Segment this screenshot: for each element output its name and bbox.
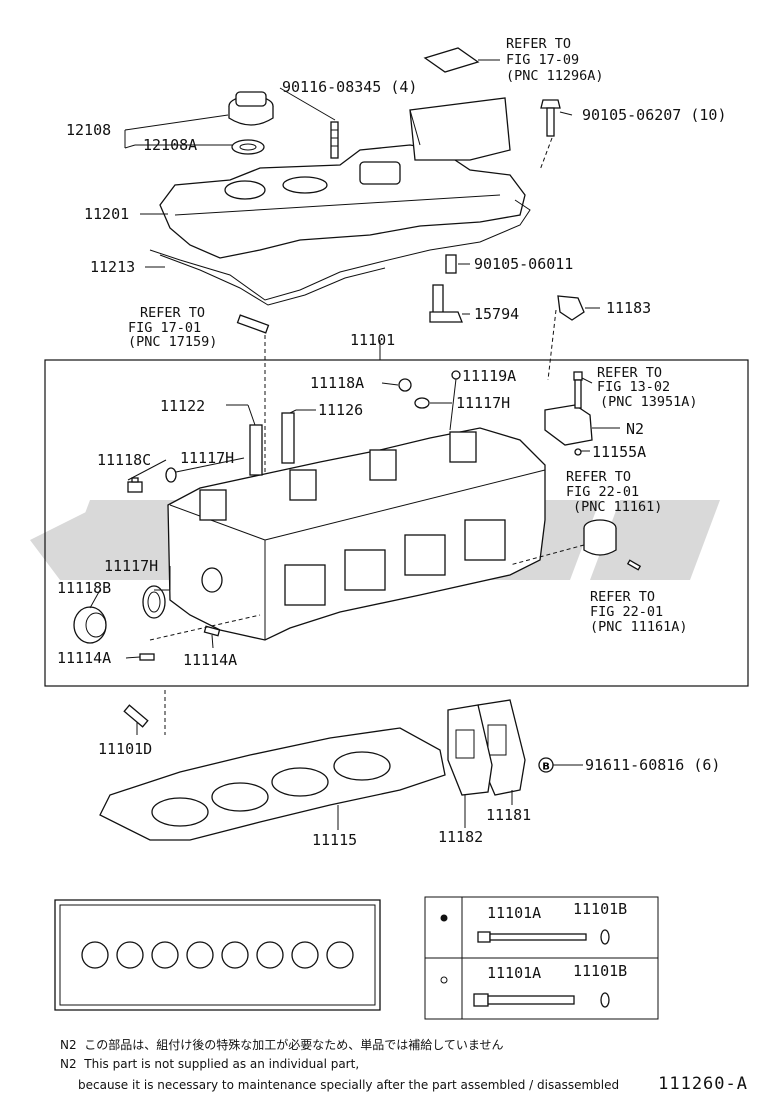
table-label-11101B-row2[interactable]: 11101B <box>573 962 627 980</box>
note-n2-en-text-1: This part is not supplied as an individu… <box>84 1057 360 1071</box>
part-label-11181[interactable]: 11181 <box>486 806 531 824</box>
bolt-marker-letter: B <box>542 762 550 773</box>
part-label-11122[interactable]: 11122 <box>160 397 205 415</box>
part-label-11117H-large[interactable]: 11117H <box>104 557 158 575</box>
note-n2-jp-text: この部品は、組付け後の特殊な加工が必要なため、単品では補給していません <box>84 1038 504 1052</box>
spark-plug-tube-a <box>249 424 263 476</box>
plate-gasket <box>447 704 493 796</box>
part-label-11118B[interactable]: 11118B <box>57 579 111 597</box>
part-label-90105-06011[interactable]: 90105-06011 <box>474 255 573 273</box>
oil-control-valve <box>429 254 463 323</box>
part-label-11117H-top[interactable]: 11117H <box>456 394 510 412</box>
refer-note-13-02-line1: REFER TO <box>597 365 662 381</box>
refer-note-17-01-line1: REFER TO <box>140 305 205 321</box>
gasket-11117H-top <box>414 397 430 409</box>
part-label-12108[interactable]: 12108 <box>66 121 111 139</box>
note-n2-jp-tag: N2 <box>60 1038 77 1052</box>
cap-gasket <box>231 139 265 155</box>
part-label-91611[interactable]: 91611-60816 (6) <box>585 756 720 774</box>
gasket-11117H-left <box>165 467 177 483</box>
part-label-90116[interactable]: 90116-08345 (4) <box>282 78 417 96</box>
bolt-variant-table <box>424 896 659 1020</box>
head-cover-gasket <box>149 199 531 301</box>
part-label-12108A[interactable]: 12108A <box>143 136 197 154</box>
refer-note-22-01a-line3: (PNC 11161) <box>573 499 662 515</box>
refer-note-13-02-line3: (PNC 13951A) <box>600 394 698 410</box>
heat-insulator-plate <box>423 47 480 73</box>
part-label-11114A-b[interactable]: 11114A <box>183 651 237 669</box>
part-label-11183[interactable]: 11183 <box>606 299 651 317</box>
part-label-11118A[interactable]: 11118A <box>310 374 364 392</box>
plug-11118A <box>398 378 412 392</box>
part-label-11119A[interactable]: 11119A <box>462 367 516 385</box>
refer-note-17-09-line3: (PNC 11296A) <box>506 68 604 84</box>
cup-plug <box>583 519 617 556</box>
part-label-11213[interactable]: 11213 <box>90 258 135 276</box>
table-label-11101B-row1[interactable]: 11101B <box>573 900 627 918</box>
part-label-11114A-a[interactable]: 11114A <box>57 649 111 667</box>
refer-note-13-02-line2: FIG 13-02 <box>597 379 670 395</box>
part-label-11201[interactable]: 11201 <box>84 205 129 223</box>
wire-clip <box>557 295 585 321</box>
gasket-11117H-large <box>142 585 166 619</box>
dowel-pin-b <box>203 625 221 637</box>
stud-bolt <box>330 121 339 159</box>
part-label-90105-06207[interactable]: 90105-06207 (10) <box>582 106 727 124</box>
part-label-N2[interactable]: N2 <box>626 420 644 438</box>
oil-filler-cap <box>228 91 274 126</box>
leader-lines <box>89 87 620 830</box>
cylinder-head-frame <box>44 359 749 687</box>
gasket-plan-view <box>54 899 381 1011</box>
stud-11101D <box>123 704 149 728</box>
part-label-11118C[interactable]: 11118C <box>97 451 151 469</box>
camshaft-bearing-cap <box>544 371 593 446</box>
plug-11118C <box>127 477 143 493</box>
refer-note-22-01b-line1: REFER TO <box>590 589 655 605</box>
refer-note-17-01-line2: FIG 17-01 <box>128 320 201 336</box>
cylinder-head-cover <box>159 97 526 259</box>
pin-refer <box>626 559 642 571</box>
note-n2-en-text-2: because it is necessary to maintenance s… <box>78 1078 620 1092</box>
part-label-11126[interactable]: 11126 <box>318 401 363 419</box>
refer-note-17-01-line3: (PNC 17159) <box>128 334 217 350</box>
refer-note-22-01b-line3: (PNC 11161A) <box>590 619 688 635</box>
table-label-11101A-row1[interactable]: 11101A <box>487 904 541 922</box>
figure-code: 111260-A <box>658 1074 748 1094</box>
refer-note-17-09-line2: FIG 17-09 <box>506 52 579 68</box>
part-label-15794[interactable]: 15794 <box>474 305 519 323</box>
table-label-11101A-row2[interactable]: 11101A <box>487 964 541 982</box>
plug-11119A <box>451 370 461 380</box>
plug-11118B <box>73 606 107 644</box>
part-label-11115[interactable]: 11115 <box>312 831 357 849</box>
cylinder-head <box>167 427 546 641</box>
spark-plug-tube-b <box>281 412 295 464</box>
refer-note-22-01b-line2: FIG 22-01 <box>590 604 663 620</box>
part-label-11117H-left[interactable]: 11117H <box>180 449 234 467</box>
part-label-11101[interactable]: 11101 <box>350 331 395 349</box>
part-label-11101D[interactable]: 11101D <box>98 740 152 758</box>
refer-note-22-01a-line1: REFER TO <box>566 469 631 485</box>
refer-note-22-01a-line2: FIG 22-01 <box>566 484 639 500</box>
part-label-11182[interactable]: 11182 <box>438 828 483 846</box>
dowel-pin-a <box>139 653 155 661</box>
part-label-11155A[interactable]: 11155A <box>592 443 646 461</box>
note-n2-japanese: N2 この部品は、組付け後の特殊な加工が必要なため、単品では補給していません <box>60 1036 504 1053</box>
cylinder-head-gasket <box>99 727 446 841</box>
cover-bolt <box>540 99 561 137</box>
pin-11155A <box>574 448 582 456</box>
refer-note-17-09-line1: REFER TO <box>506 36 571 52</box>
exhaust-stud <box>236 314 270 334</box>
note-n2-english-line1: N2 This part is not supplied as an indiv… <box>60 1057 359 1071</box>
note-n2-en-tag: N2 <box>60 1057 77 1071</box>
note-n2-english-line2: because it is necessary to maintenance s… <box>78 1078 619 1092</box>
